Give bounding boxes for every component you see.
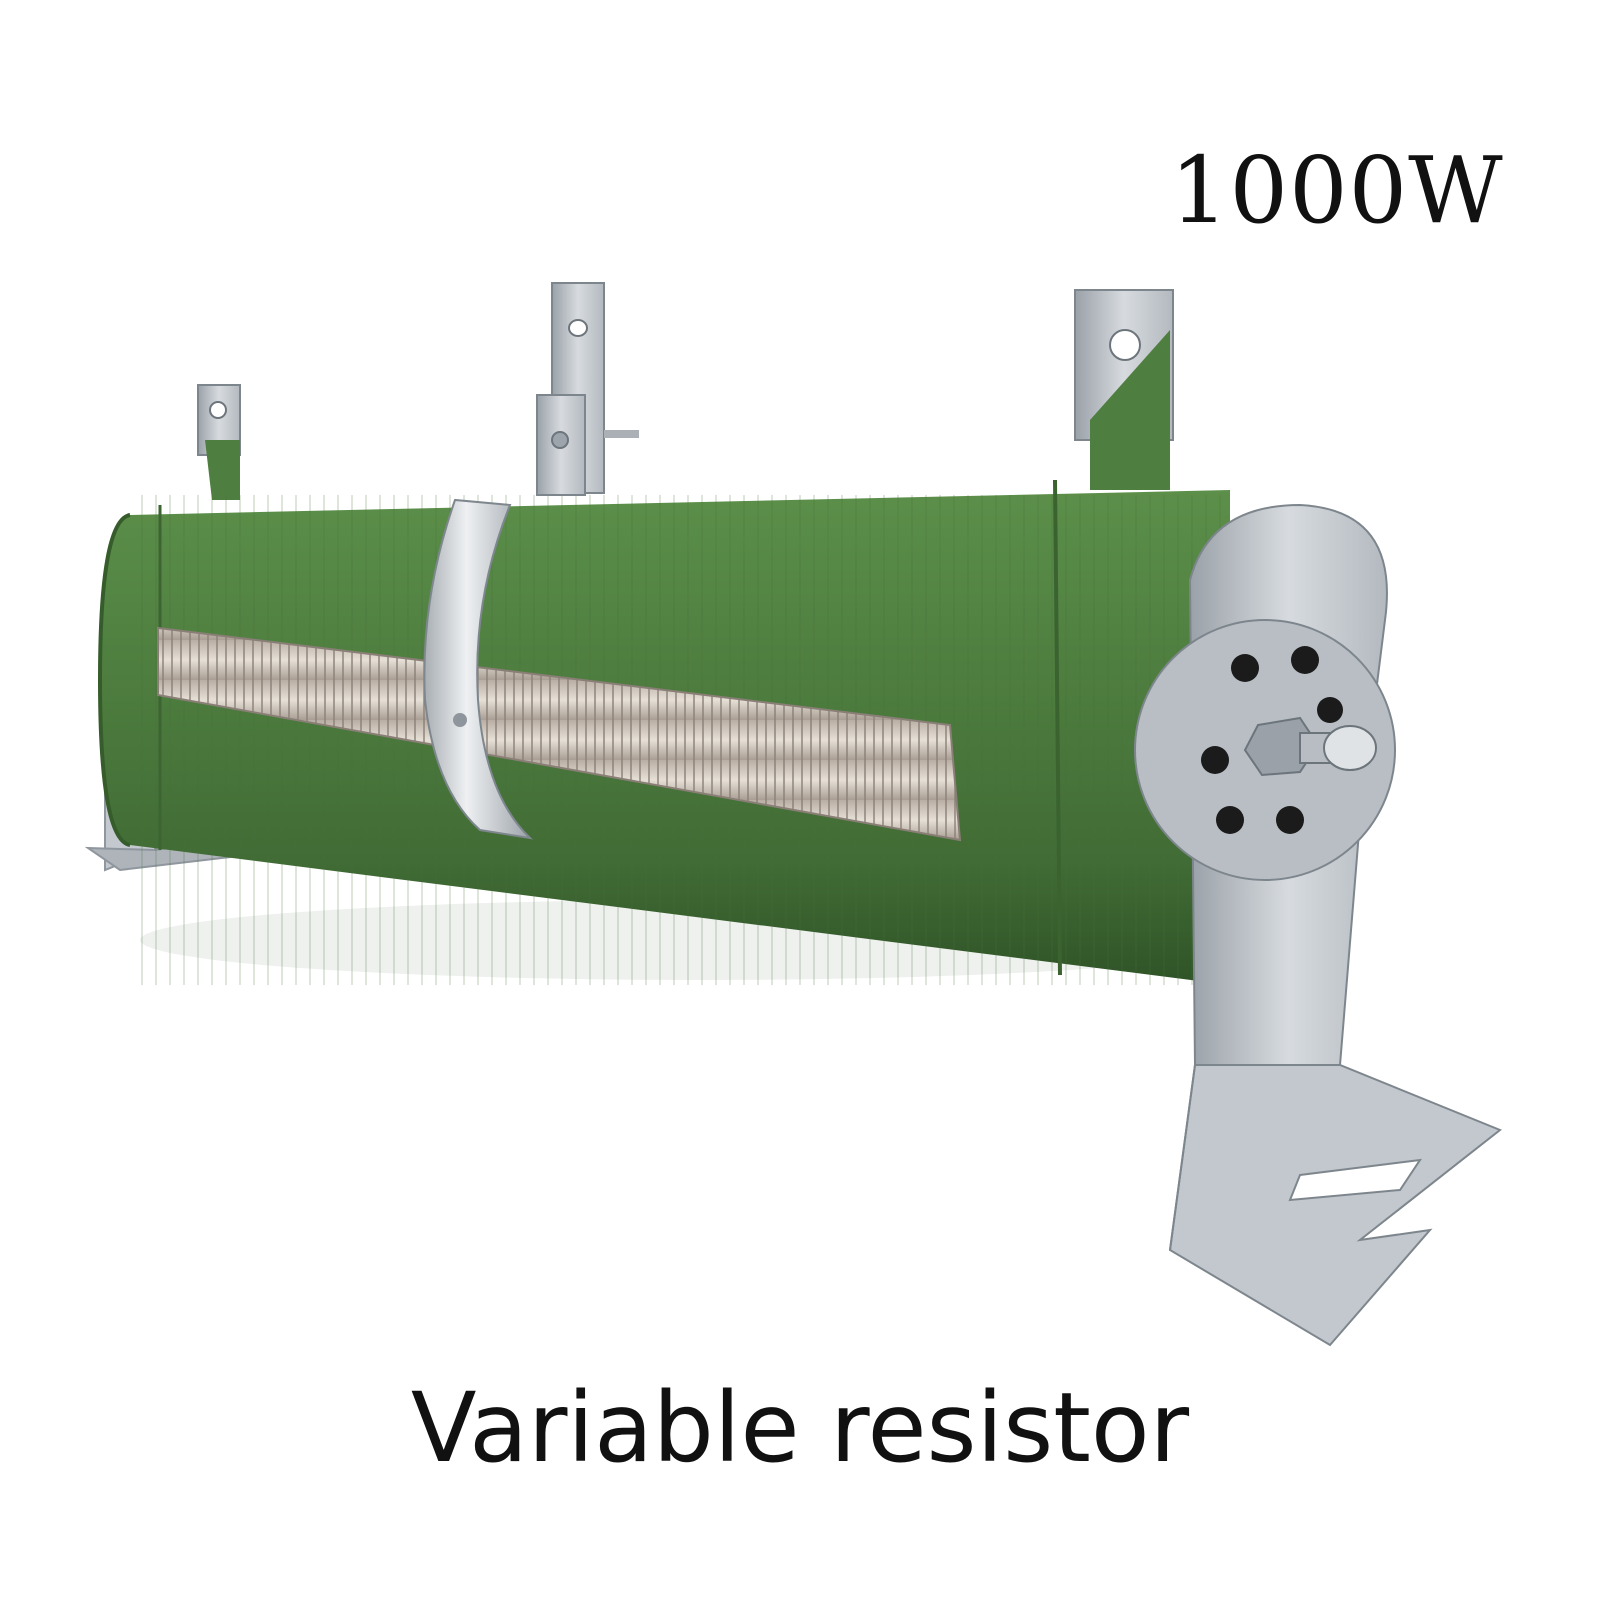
axle-nut [1243,716,1377,777]
right-terminal-tab [1074,289,1174,490]
left-terminal-tab [197,384,241,500]
slider-contact-tab [536,282,639,496]
wire-coil-strip [157,626,962,842]
power-rating-label: 1000W [1170,137,1504,244]
slider-band [423,498,534,840]
product-name-caption: Variable resistor [410,1372,1190,1484]
